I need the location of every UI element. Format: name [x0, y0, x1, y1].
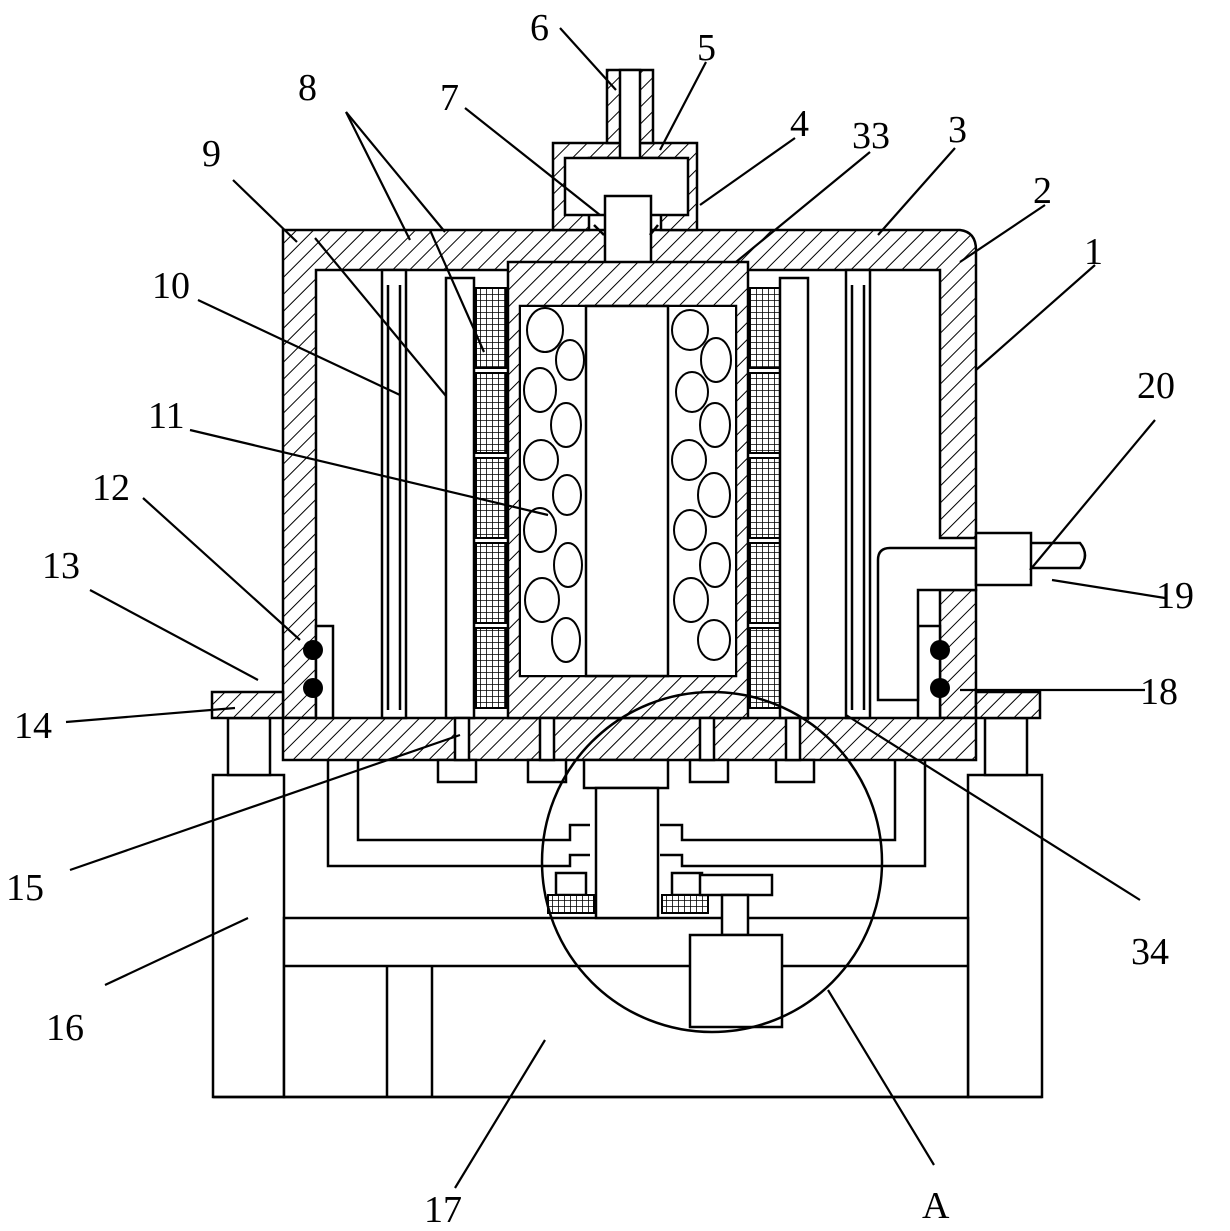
rods: [380, 268, 872, 720]
label-13: 13: [42, 545, 80, 587]
label-17: 17: [424, 1189, 462, 1231]
label-15: 15: [6, 867, 44, 909]
label-1: 1: [1084, 231, 1103, 273]
label-6: 6: [530, 7, 549, 49]
part-labels: 6 5 8 7 4 33 3 9 2 1 10 20 11 12 13 19 1…: [6, 7, 1194, 1231]
label-3: 3: [948, 109, 967, 151]
label-10: 10: [152, 265, 190, 307]
label-5: 5: [697, 27, 716, 69]
label-20: 20: [1137, 365, 1175, 407]
filter-screens: [475, 287, 781, 709]
label-14: 14: [14, 705, 52, 747]
outer-shell: [210, 228, 1042, 762]
outlet: [876, 531, 1087, 702]
leader-lines: [65, 27, 1166, 1189]
label-A: A: [922, 1185, 950, 1227]
label-8: 8: [298, 67, 317, 109]
label-33: 33: [852, 115, 890, 157]
label-18: 18: [1140, 671, 1178, 713]
label-12: 12: [92, 467, 130, 509]
label-11: 11: [148, 395, 185, 437]
label-19: 19: [1156, 575, 1194, 617]
label-7: 7: [440, 77, 459, 119]
label-4: 4: [790, 103, 809, 145]
label-34: 34: [1131, 931, 1169, 973]
inner-basket: [506, 260, 750, 720]
label-16: 16: [46, 1007, 84, 1049]
bolts: [436, 716, 816, 784]
label-9: 9: [202, 133, 221, 175]
drive-assembly: [326, 690, 927, 1034]
label-2: 2: [1033, 170, 1052, 212]
